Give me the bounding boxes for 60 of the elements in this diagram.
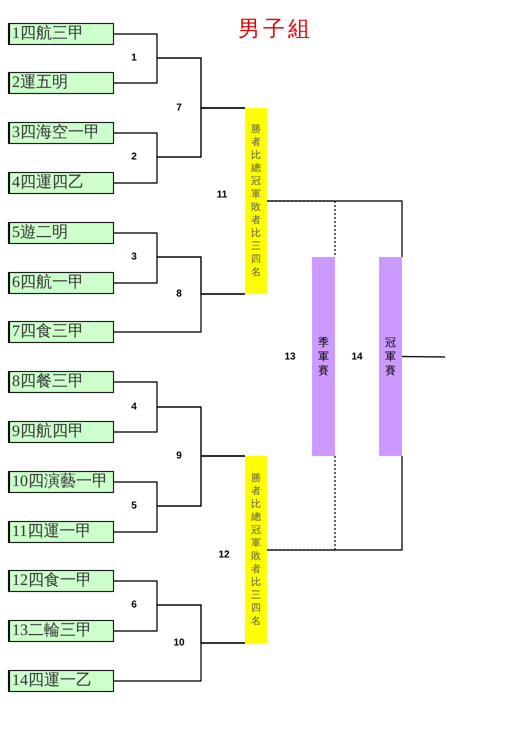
team-name-box xyxy=(8,620,114,642)
team-name: 13二輪三甲 xyxy=(12,622,92,639)
team-name: 8四餐三甲 xyxy=(12,373,84,390)
match-number: 7 xyxy=(176,102,182,114)
match-number: 6 xyxy=(131,600,137,610)
match-number: 14 xyxy=(351,352,363,362)
match-number: 10 xyxy=(173,638,185,648)
team-name-box xyxy=(8,122,114,144)
team-name: 3四海空一甲 xyxy=(12,124,100,141)
team-name-box xyxy=(8,371,114,393)
match-number: 13 xyxy=(284,352,296,362)
match-number: 5 xyxy=(131,500,137,512)
team-name: 11四運一甲 xyxy=(12,523,92,540)
round-note-text: 勝者比總冠軍敗者比三四名 xyxy=(250,472,262,628)
team-name-box xyxy=(8,570,114,592)
final-match-bar xyxy=(379,257,402,456)
title: 男子組 xyxy=(238,15,313,43)
team-name: 9四航四甲 xyxy=(12,423,84,440)
bracket-line xyxy=(267,456,403,551)
bracket-line xyxy=(114,642,245,682)
team-name: 10四演藝一甲 xyxy=(12,473,108,490)
team-name: 14四運一乙 xyxy=(12,672,92,689)
match-number: 12 xyxy=(218,550,230,560)
team-name-box xyxy=(8,72,114,94)
bracket-line xyxy=(114,455,245,533)
team-name: 2運五明 xyxy=(12,74,68,91)
team-name: 12四食一甲 xyxy=(12,572,92,589)
round-note-text: 勝者比總冠軍敗者比三四名 xyxy=(250,123,262,279)
match-number: 3 xyxy=(131,252,137,262)
team-name-box xyxy=(8,471,114,493)
team-name-box xyxy=(8,222,114,244)
team-name: 1四航三甲 xyxy=(12,25,84,42)
match-name: 季軍賽 xyxy=(318,336,330,378)
team-name-box xyxy=(8,421,114,443)
team-name: 7四食三甲 xyxy=(12,323,84,340)
match-number: 8 xyxy=(176,288,182,300)
dashed-bracket-line xyxy=(267,456,336,551)
round-note-bar xyxy=(245,108,267,294)
match-number: 9 xyxy=(176,450,182,462)
bracket-line xyxy=(114,293,245,333)
bracket-line xyxy=(114,107,245,184)
match-number: 1 xyxy=(131,52,137,64)
match-number: 2 xyxy=(131,152,137,162)
team-name-box xyxy=(8,670,114,692)
team-name-box xyxy=(8,272,114,294)
bracket-line xyxy=(402,356,445,358)
bracket-line xyxy=(267,200,403,257)
dashed-bracket-line xyxy=(267,200,336,257)
team-name-box xyxy=(8,521,114,543)
team-name: 5遊二明 xyxy=(12,224,68,241)
team-name-box xyxy=(8,172,114,194)
team-name-box xyxy=(8,321,114,343)
match-name: 冠軍賽 xyxy=(384,336,396,378)
team-name-box xyxy=(8,23,114,45)
match-number: 11 xyxy=(216,190,228,200)
team-name: 6四航一甲 xyxy=(12,274,84,291)
match-number: 4 xyxy=(131,402,137,412)
team-name: 4四運四乙 xyxy=(12,174,84,191)
final-match-bar xyxy=(312,257,335,456)
round-note-bar xyxy=(245,456,267,644)
